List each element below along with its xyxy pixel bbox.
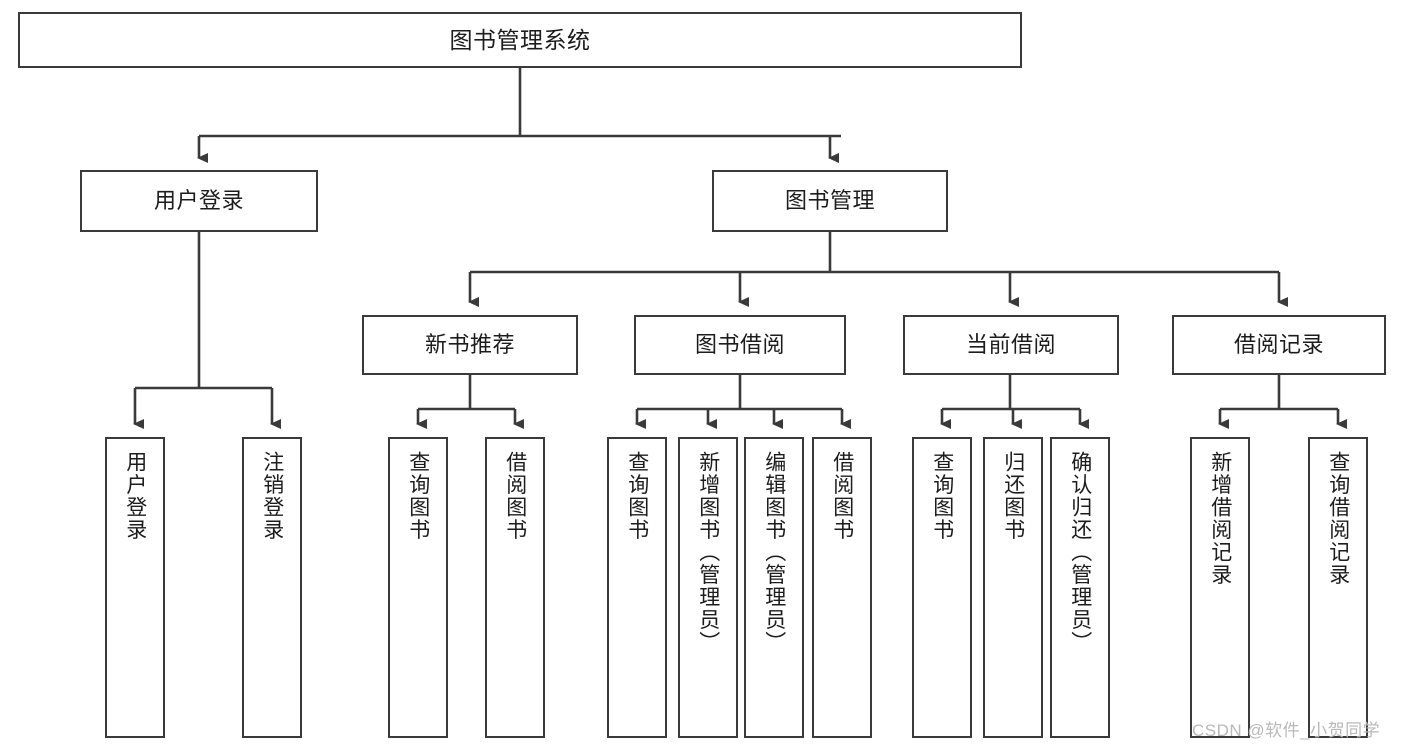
node-book-manage-label: 图书管理 <box>784 188 875 214</box>
node-leaf-borrow-book-2[interactable]: 借阅图书 <box>812 437 872 738</box>
node-user-login-label: 用户登录 <box>153 188 244 214</box>
node-leaf-logout[interactable]: 注销登录 <box>242 437 302 738</box>
node-leaf-query-book-1[interactable]: 查询图书 <box>388 437 448 738</box>
node-current-borrow-label: 当前借阅 <box>965 332 1056 358</box>
node-new-book-recommend[interactable]: 新书推荐 <box>362 315 578 375</box>
node-new-book-recommend-label: 新书推荐 <box>424 332 515 358</box>
node-leaf-add-book-label: 新增图书（管理员） <box>696 451 720 654</box>
node-root[interactable]: 图书管理系统 <box>18 12 1022 68</box>
node-current-borrow[interactable]: 当前借阅 <box>903 315 1119 375</box>
node-leaf-user-login[interactable]: 用户登录 <box>105 437 165 738</box>
node-book-borrow-label: 图书借阅 <box>694 332 785 358</box>
node-leaf-add-record[interactable]: 新增借阅记录 <box>1190 437 1250 738</box>
node-root-label: 图书管理系统 <box>449 26 591 53</box>
node-book-manage[interactable]: 图书管理 <box>712 170 948 232</box>
node-leaf-query-book-1-label: 查询图书 <box>406 451 430 541</box>
node-leaf-borrow-book-1[interactable]: 借阅图书 <box>485 437 545 738</box>
node-leaf-query-book-2-label: 查询图书 <box>625 451 649 541</box>
node-leaf-logout-label: 注销登录 <box>260 451 284 541</box>
node-leaf-user-login-label: 用户登录 <box>123 451 147 541</box>
node-leaf-borrow-book-1-label: 借阅图书 <box>503 451 527 541</box>
node-leaf-edit-book-label: 编辑图书（管理员） <box>762 451 786 654</box>
node-leaf-return-book[interactable]: 归还图书 <box>983 437 1043 738</box>
node-leaf-add-book[interactable]: 新增图书（管理员） <box>678 437 738 738</box>
node-leaf-confirm-return[interactable]: 确认归还（管理员） <box>1050 437 1110 738</box>
node-leaf-add-record-label: 新增借阅记录 <box>1208 451 1232 586</box>
node-leaf-query-record-label: 查询借阅记录 <box>1326 451 1350 586</box>
node-book-borrow[interactable]: 图书借阅 <box>634 315 846 375</box>
node-borrow-record[interactable]: 借阅记录 <box>1172 315 1386 375</box>
node-leaf-return-book-label: 归还图书 <box>1001 451 1025 541</box>
node-leaf-borrow-book-2-label: 借阅图书 <box>830 451 854 541</box>
node-leaf-query-book-3-label: 查询图书 <box>930 451 954 541</box>
node-leaf-query-record[interactable]: 查询借阅记录 <box>1308 437 1368 738</box>
node-leaf-confirm-return-label: 确认归还（管理员） <box>1068 451 1092 654</box>
node-borrow-record-label: 借阅记录 <box>1233 332 1324 358</box>
node-leaf-edit-book[interactable]: 编辑图书（管理员） <box>744 437 804 738</box>
node-leaf-query-book-2[interactable]: 查询图书 <box>607 437 667 738</box>
watermark: CSDN @软件_小贺同学 <box>1192 721 1381 740</box>
node-leaf-query-book-3[interactable]: 查询图书 <box>912 437 972 738</box>
node-user-login[interactable]: 用户登录 <box>80 170 318 232</box>
